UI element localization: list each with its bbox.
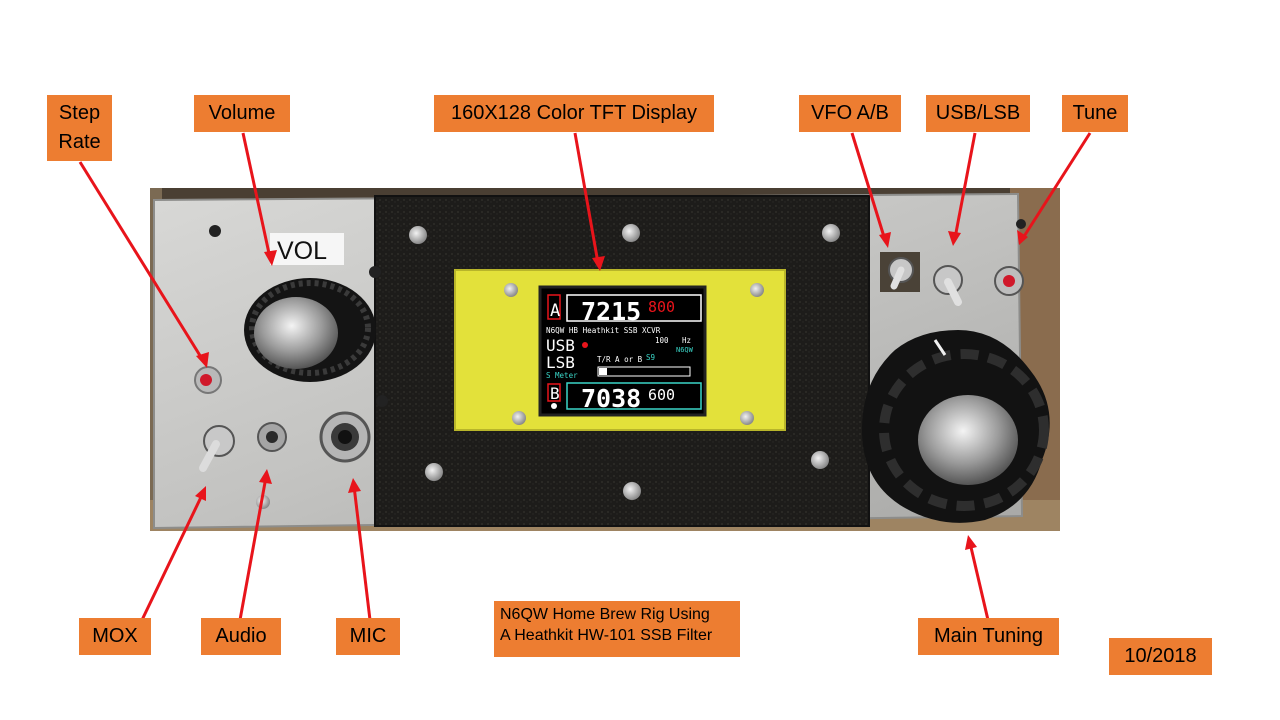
vol-label: VOL bbox=[277, 237, 327, 265]
callout-audio: Audio bbox=[201, 618, 281, 655]
tft-content: A 7215 800 N6QW HB Heathkit SSB XCVR 100… bbox=[546, 294, 702, 413]
mox-toggle bbox=[199, 425, 235, 472]
caption-line-2: A Heathkit HW-101 SSB Filter bbox=[500, 627, 713, 644]
callout-mic: MIC bbox=[336, 618, 400, 655]
tft-vfo-a-letter: A bbox=[550, 301, 560, 321]
tft-s-meter-label: S Meter bbox=[546, 371, 578, 380]
audio-jack bbox=[257, 422, 287, 452]
caption-box: N6QW Home Brew Rig Using A Heathkit HW-1… bbox=[494, 601, 740, 657]
callout-main-tuning: Main Tuning bbox=[918, 618, 1059, 655]
tft-vfo-b-freq-main: 7038 bbox=[581, 384, 641, 413]
tft-tr-label: T/R A or B bbox=[597, 355, 643, 364]
usb-lsb-toggle bbox=[933, 265, 963, 306]
mic-jack bbox=[319, 411, 371, 463]
tune-button bbox=[994, 266, 1024, 296]
callout-vfo-ab: VFO A/B bbox=[799, 95, 901, 132]
tft-vfo-b-letter: B bbox=[550, 384, 560, 403]
tft-vfo-a-freq-main: 7215 bbox=[581, 297, 641, 326]
volume-knob bbox=[244, 278, 376, 382]
vol-label-plate bbox=[270, 233, 344, 265]
tft-vfo-a-freq-sub: 800 bbox=[648, 298, 675, 316]
step-rate-button bbox=[194, 366, 222, 394]
tft-mode-lsb: LSB bbox=[546, 353, 575, 372]
tft-title-line: N6QW HB Heathkit SSB XCVR bbox=[546, 326, 661, 335]
caption-line-1: N6QW Home Brew Rig Using bbox=[500, 606, 710, 623]
tft-mode-usb: USB bbox=[546, 336, 575, 355]
callout-step-rate: Step Rate bbox=[47, 95, 112, 161]
tft-step-unit: Hz bbox=[682, 336, 691, 345]
tft-step: 100 bbox=[655, 336, 669, 345]
callout-arrows bbox=[78, 132, 1092, 621]
tft-s-reading: S9 bbox=[646, 353, 655, 362]
callout-mox: MOX bbox=[79, 618, 151, 655]
date-label: 10/2018 bbox=[1109, 638, 1212, 675]
callout-volume: Volume bbox=[194, 95, 290, 132]
tft-callsign: N6QW bbox=[676, 346, 694, 354]
tft-s-meter-bar bbox=[597, 366, 691, 377]
tft-vfo-b-freq-sub: 600 bbox=[648, 386, 675, 404]
bezel-screws bbox=[409, 224, 840, 500]
callout-usb-lsb: USB/LSB bbox=[926, 95, 1030, 132]
callout-display: 160X128 Color TFT Display bbox=[434, 95, 714, 132]
callout-tune: Tune bbox=[1062, 95, 1128, 132]
vfo-ab-toggle bbox=[880, 252, 920, 292]
main-tuning-knob bbox=[862, 330, 1050, 523]
